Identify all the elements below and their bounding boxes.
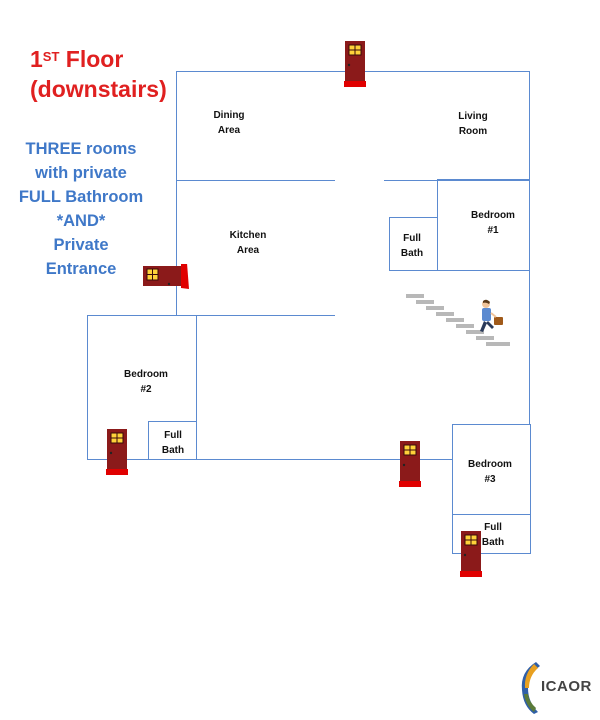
promo-line: with private [35, 164, 127, 182]
wall [389, 270, 437, 271]
wall [389, 217, 437, 218]
wall [452, 553, 531, 554]
door-icon [106, 429, 128, 475]
floor-title: 1ST Floor (downstairs) [30, 46, 167, 102]
door-icon [399, 441, 421, 487]
door-icon [143, 264, 189, 289]
wall [176, 315, 335, 316]
wall [196, 315, 197, 460]
wall [452, 424, 530, 425]
wall [452, 424, 453, 554]
door-icon [460, 531, 482, 577]
wall [176, 180, 335, 181]
logo-icon [521, 662, 540, 714]
wall [452, 514, 531, 515]
wall [148, 421, 149, 460]
logo-text: ICAOR [541, 678, 592, 695]
promo-line: Entrance [45, 260, 117, 278]
promo-text: THREE rooms with private FULL Bathroom *… [10, 137, 152, 281]
wall [437, 179, 530, 180]
promo-line: *AND* [56, 212, 106, 230]
promo-line: FULL Bathroom [18, 188, 144, 206]
room-label-bedroom-2: Bedroom#2 [124, 369, 168, 395]
wall [148, 421, 197, 422]
wall [87, 315, 197, 316]
door-icon [344, 41, 366, 87]
wall [530, 424, 531, 554]
wall [529, 71, 530, 424]
stairs-icon [406, 294, 510, 346]
room-label-bedroom-3: Bedroom#3 [468, 459, 512, 485]
wall [437, 270, 530, 271]
wall [176, 71, 177, 316]
promo-line: THREE rooms [25, 140, 137, 158]
wall [87, 315, 88, 460]
promo-line: Private [53, 236, 109, 254]
wall [389, 217, 390, 270]
person-climbing-icon [480, 299, 503, 332]
wall [87, 459, 453, 460]
wall [437, 179, 438, 271]
room-label-bedroom-1: Bedroom#1 [471, 210, 515, 236]
wall [384, 180, 530, 181]
